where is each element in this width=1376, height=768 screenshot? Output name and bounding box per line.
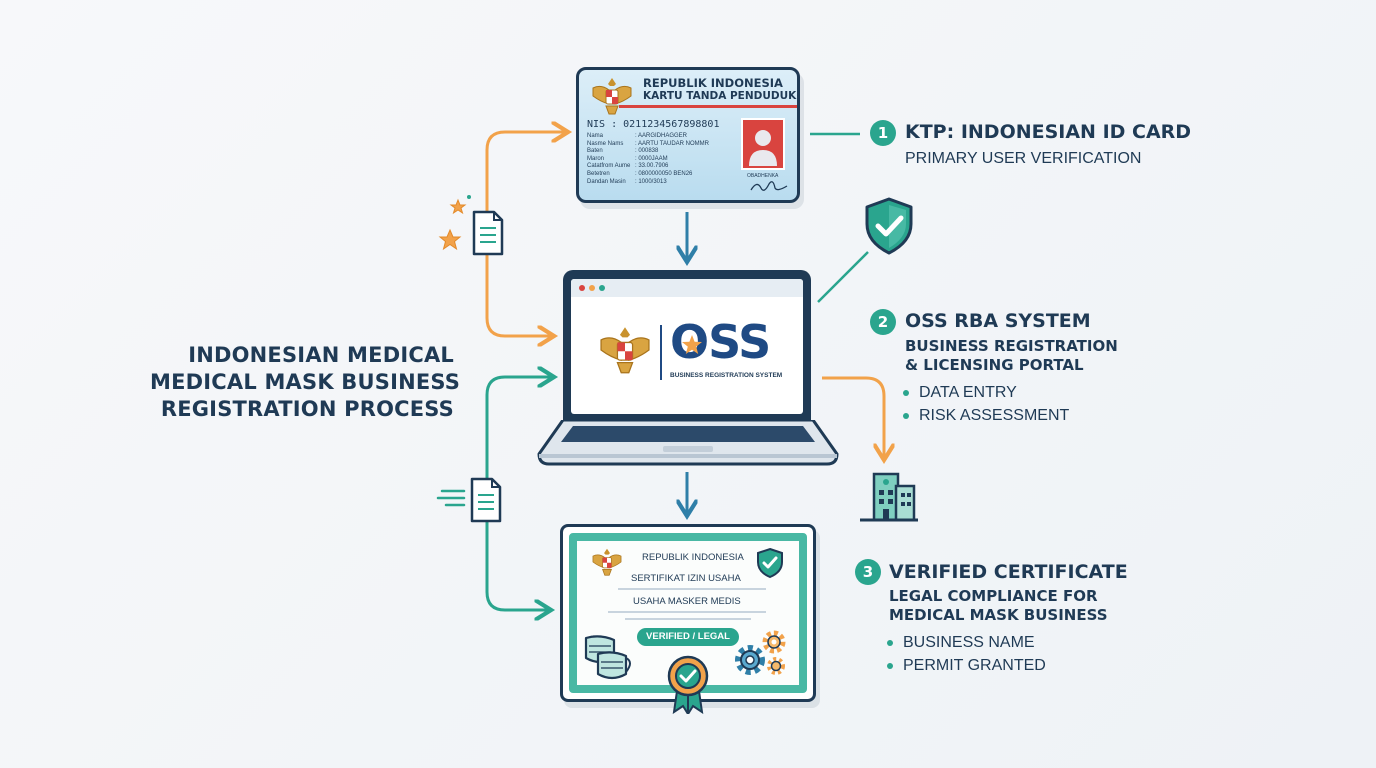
stars-document-group (438, 195, 504, 256)
garuda-emblem-icon (600, 327, 650, 374)
list-item: DATA ENTRY (903, 381, 1069, 404)
ktp-nik-label: NIS (587, 119, 606, 130)
document-icon (470, 477, 502, 523)
ktp-nik: NIS : 0211234567898801 (587, 119, 719, 130)
window-minimize-dot (589, 285, 595, 291)
verified-legal-badge: VERIFIED / LEGAL (637, 628, 739, 646)
ktp-field-row: Baten: 000838 (587, 148, 659, 155)
teal-connector-to-certificate (485, 520, 549, 610)
ktp-field-row: Nama: AARGIDHAGGER (587, 133, 688, 139)
list-item: PERMIT GRANTED (887, 654, 1046, 677)
orange-connector-to-building (822, 376, 884, 458)
certificate-divider (625, 618, 751, 620)
teal-connector-to-laptop (485, 377, 552, 485)
ktp-fields: Nama: AARGIDHAGGER Nasme Nams: AARTU TAU… (587, 133, 709, 186)
ktp-id-card: REPUBLIK INDONESIA KARTU TANDA PENDUDUK … (576, 67, 800, 203)
shield-check-icon (865, 197, 913, 255)
step-2-subtitle-2: & LICENSING PORTAL (905, 356, 1084, 374)
ktp-field-row: Betetren: 0800000050 BEN26 (587, 170, 693, 177)
ktp-field-row: Dandan Masin: 1000/3013 (587, 178, 667, 185)
person-icon (749, 130, 777, 166)
building-icon (860, 472, 918, 522)
step-3-subtitle-2: MEDICAL MASK BUSINESS (889, 606, 1108, 624)
teal-connector-shield (817, 251, 869, 303)
certificate-divider (618, 588, 766, 590)
step-2-title: OSS RBA SYSTEM (905, 310, 1091, 332)
shield-check-icon (757, 547, 783, 579)
title-line-2: MEDICAL MASK BUSINESS (150, 370, 461, 394)
step-1-number: 1 (870, 120, 896, 146)
window-close-dot (579, 285, 585, 291)
certificate-country: REPUBLIK INDONESIA (642, 552, 744, 563)
ktp-red-stripe (619, 105, 797, 108)
face-mask-icon (584, 635, 631, 680)
laptop-keyboard-base (537, 420, 839, 466)
step-3-subtitle-1: LEGAL COMPLIANCE FOR (889, 587, 1098, 605)
ktp-signature-label: OBADHENKA (747, 173, 779, 179)
window-maximize-dot (599, 285, 605, 291)
step-3-number: 3 (855, 559, 881, 585)
award-ribbon-icon (667, 655, 709, 714)
star-icon (449, 198, 467, 215)
step-2-number: 2 (870, 309, 896, 335)
list-item: RISK ASSESSMENT (903, 404, 1069, 427)
orange-connector-to-laptop (485, 250, 552, 336)
oss-subtitle: BUSINESS REGISTRATION SYSTEM (670, 372, 783, 379)
step-1-title: KTP: INDONESIAN ID CARD (905, 121, 1192, 143)
certificate-divider (608, 611, 766, 613)
step-2-subtitle-1: BUSINESS REGISTRATION (905, 337, 1118, 355)
ktp-field-row: Maron: 0000JAAM (587, 155, 668, 162)
document-speed-group (436, 477, 502, 523)
signature-icon (750, 181, 788, 191)
orange-connector-to-ktp (485, 132, 566, 222)
certificate-subject: USAHA MASKER MEDIS (633, 596, 741, 607)
list-item: BUSINESS NAME (887, 631, 1046, 654)
document-icon (472, 210, 504, 256)
certificate-title: SERTIFIKAT IZIN USAHA (631, 573, 741, 584)
oss-divider (660, 325, 662, 380)
star-icon (682, 335, 702, 354)
browser-bar (571, 279, 803, 297)
title-line-1: INDONESIAN MEDICAL (188, 343, 454, 367)
ktp-header-title: REPUBLIK INDONESIA (643, 76, 783, 90)
step-1-subtitle: PRIMARY USER VERIFICATION (905, 150, 1142, 167)
ktp-field-row: Nasme Nams: AARTU TAUDAR NOMMR (587, 140, 710, 147)
garuda-emblem-icon (592, 548, 622, 576)
star-icon (438, 228, 462, 251)
ktp-header-subtitle: KARTU TANDA PENDUDUK (643, 90, 797, 102)
ktp-field-row: Catatfrom Aume: 33.00.7906 (587, 163, 669, 170)
garuda-emblem-icon (592, 78, 632, 115)
speed-lines-icon (436, 489, 466, 507)
ktp-photo (741, 118, 785, 170)
diagram-title: INDONESIAN MEDICAL MEDICAL MASK BUSINESS… (150, 342, 461, 423)
ktp-nik-value: : 0211234567898801 (611, 119, 720, 130)
title-line-3: REGISTRATION PROCESS (160, 397, 454, 421)
step-3-bullets: BUSINESS NAME PERMIT GRANTED (887, 631, 1046, 677)
gear-icon (735, 630, 786, 675)
step-3-title: VERIFIED CERTIFICATE (889, 561, 1128, 583)
step-2-bullets: DATA ENTRY RISK ASSESSMENT (903, 381, 1069, 427)
